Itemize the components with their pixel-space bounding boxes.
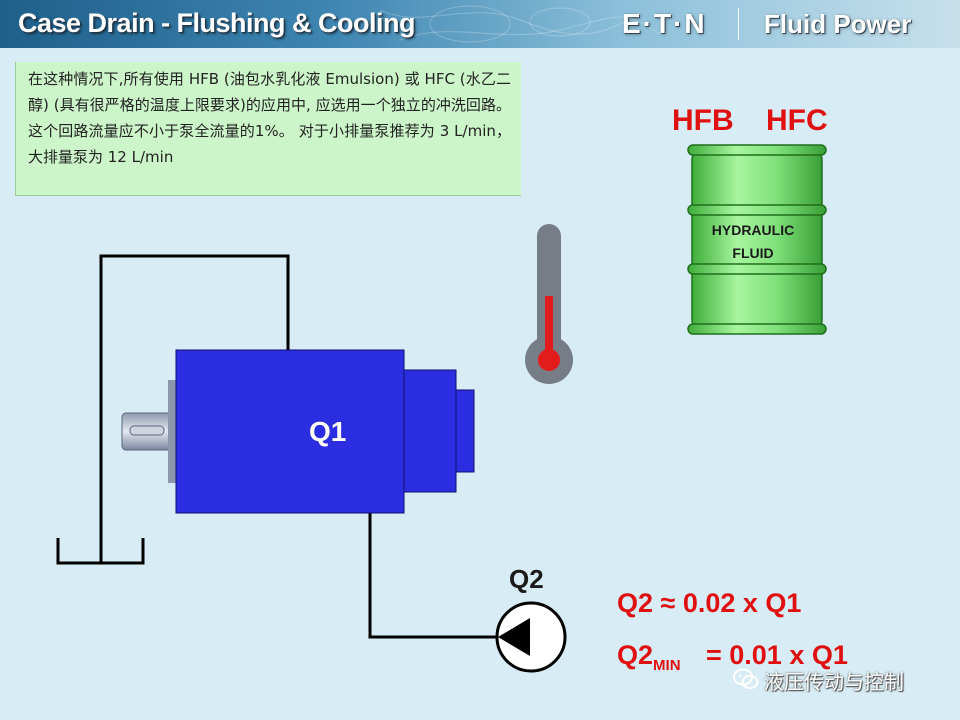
header-map-decoration [379,5,661,43]
fluid-type-hfc: HFC [766,104,828,137]
hydraulic-fluid-drum [687,144,827,335]
case-drain-line [99,254,290,563]
description-note: 在这种情况下,所有使用 HFB (油包水乳化液 Emulsion) 或 HFC … [15,62,521,196]
min-flow-subscript: MIN [653,657,681,674]
drum-label-line-2: FLUID [732,245,774,261]
flushing-flow-equation: Q2 ≈ 0.02 x Q1 [617,588,802,618]
thermometer-icon [525,224,573,384]
min-flow-q2: Q2 [617,640,654,670]
drum-label-line-1: HYDRAULIC [711,222,795,238]
motor-shaft [121,380,176,483]
watermark-text: 液压传动与控制 [764,670,904,694]
division-name: Fluid Power [764,9,912,39]
pump-q2-symbol [495,601,567,673]
pump-q2-label: Q2 [509,564,544,594]
slide-title: Case Drain - Flushing & Cooling [18,8,416,38]
header-bar: Case Drain - Flushing & Cooling E·T·N Fl… [0,0,960,48]
flushing-line [368,512,500,639]
motor-q1 [175,349,475,514]
eaton-logo: E·T·N [622,8,707,39]
min-flow-equation-rhs: = 0.01 x Q1 [706,640,848,670]
motor-q1-label: Q1 [309,416,347,447]
logo-divider [738,8,739,40]
wechat-icon [733,668,759,689]
fluid-type-hfb: HFB [672,104,734,137]
min-flow-equation-lhs: Q2MIN [617,640,681,674]
tank-symbol [56,538,145,565]
